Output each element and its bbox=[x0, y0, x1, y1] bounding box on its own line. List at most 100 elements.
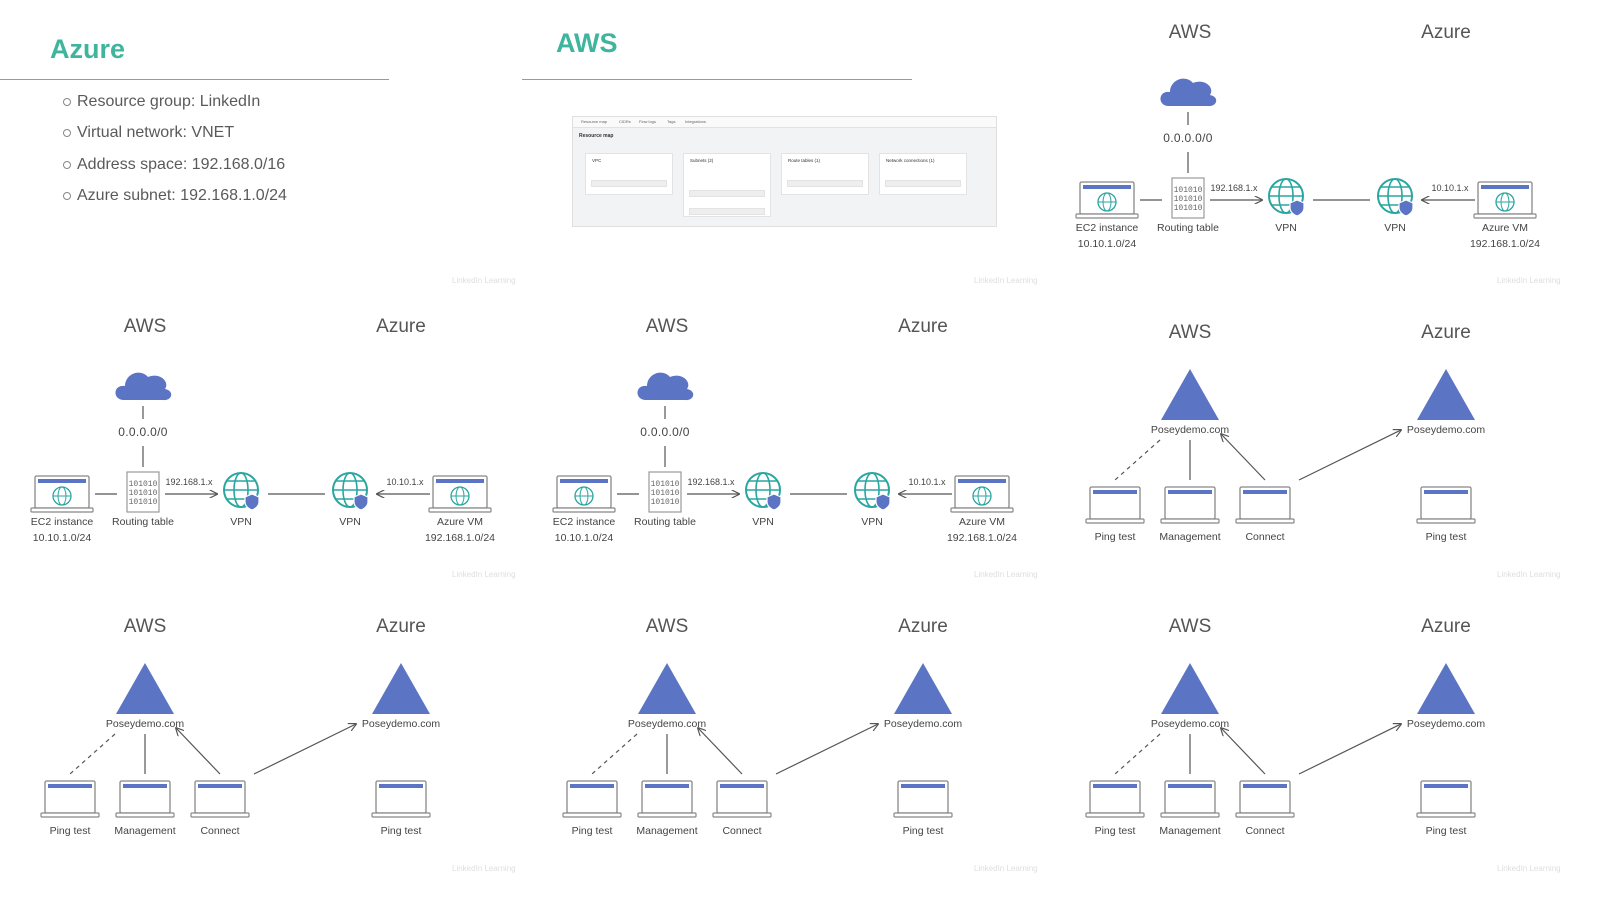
aws-link-ip: 192.168.1.x bbox=[1210, 183, 1258, 193]
aws-vpn-label: VPN bbox=[1275, 222, 1297, 234]
card-bar bbox=[885, 180, 961, 187]
cloud-icon bbox=[115, 372, 172, 401]
route-tables-card: Route tables (1) bbox=[781, 153, 869, 195]
laptop-icon bbox=[1416, 780, 1476, 818]
azure-vm-label: Azure VM 192.168.1.0/24 bbox=[425, 515, 495, 546]
tab-integrations: Integrations bbox=[685, 119, 706, 124]
card-title: Network connections (1) bbox=[886, 158, 935, 163]
resource-map-heading: Resource map bbox=[579, 133, 614, 139]
network-connections-card: Network connections (1) bbox=[879, 153, 967, 195]
azure-heading: Azure bbox=[376, 316, 426, 337]
ec2-subnet: 10.10.1.0/24 bbox=[554, 531, 614, 544]
azure-heading: Azure bbox=[376, 616, 426, 637]
azure-vm-subnet: 192.168.1.0/24 bbox=[424, 531, 496, 544]
vpn-connectors: 101010 101010 101010 bbox=[1075, 78, 1537, 219]
bullet-item: Azure subnet: 192.168.1.0/24 bbox=[63, 187, 287, 218]
card-bar bbox=[689, 190, 765, 197]
globe-shield-icon bbox=[1377, 178, 1414, 217]
azure-ping-test-label: Ping test bbox=[1425, 825, 1467, 837]
laptop-icon bbox=[40, 780, 100, 818]
internet-route-label: 0.0.0.0/0 bbox=[1163, 131, 1213, 145]
azure-vpn-label: VPN bbox=[861, 516, 883, 528]
laptop-icon bbox=[1416, 486, 1476, 524]
cloud-icon bbox=[1160, 78, 1217, 107]
aws-link-ip: 192.168.1.x bbox=[165, 477, 213, 487]
connect-label: Connect bbox=[1245, 531, 1285, 543]
azure-ping-test-label: Ping test bbox=[380, 825, 422, 837]
ec2-subnet: 10.10.1.0/24 bbox=[32, 531, 92, 544]
watermark: LinkedIn Learning bbox=[1497, 864, 1561, 873]
aws-heading: AWS bbox=[1168, 22, 1212, 43]
laptop-icon bbox=[30, 475, 94, 513]
azure-vm-name: Azure VM bbox=[436, 516, 484, 528]
management-label: Management bbox=[1159, 825, 1221, 837]
laptop-icon bbox=[115, 780, 175, 818]
azure-ping-test-label: Ping test bbox=[1425, 531, 1467, 543]
laptop-icon bbox=[1085, 780, 1145, 818]
watermark: LinkedIn Learning bbox=[452, 864, 516, 873]
azure-vm-name: Azure VM bbox=[1481, 222, 1529, 234]
connect-label: Connect bbox=[1245, 825, 1285, 837]
globe-shield-icon bbox=[745, 472, 782, 511]
connect-label: Connect bbox=[200, 825, 240, 837]
console-tabs: Resource map CIDRs Flow logs Tags Integr… bbox=[573, 117, 996, 128]
slide-dns-diagram: AWS Azure Poseydemo.com Poseydemo.com Pi… bbox=[1045, 588, 1567, 882]
ping-test-label: Ping test bbox=[1094, 825, 1136, 837]
slide-dns-diagram: AWS Azure Poseydemo.com Poseydemo.com Pi… bbox=[522, 588, 1044, 882]
svg-text:101010: 101010 bbox=[129, 498, 158, 507]
azure-heading: Azure bbox=[898, 616, 948, 637]
triangle-icon bbox=[116, 663, 174, 714]
management-label: Management bbox=[114, 825, 176, 837]
triangle-icon bbox=[372, 663, 430, 714]
azure-heading: Azure bbox=[1421, 322, 1471, 343]
laptop-icon bbox=[1160, 780, 1220, 818]
laptop-icon bbox=[637, 780, 697, 818]
card-title: VPC bbox=[592, 158, 602, 163]
bullet-item: Address space: 192.168.0/16 bbox=[63, 156, 287, 187]
laptop-icon bbox=[190, 780, 250, 818]
laptop-icon bbox=[562, 780, 622, 818]
aws-heading: AWS bbox=[645, 316, 689, 337]
aws-heading: AWS bbox=[123, 616, 167, 637]
ec2-subnet: 10.10.1.0/24 bbox=[1077, 237, 1137, 250]
laptop-icon bbox=[1235, 780, 1295, 818]
ping-test-label: Ping test bbox=[571, 825, 613, 837]
cloud-icon bbox=[637, 372, 694, 401]
routing-table-label: Routing table bbox=[112, 516, 174, 528]
svg-text:101010: 101010 bbox=[651, 498, 680, 507]
slide-dns-diagram: AWS Azure Poseydemo.com Poseydemo.com Pi… bbox=[1045, 294, 1567, 588]
tab-flow-logs: Flow logs bbox=[639, 119, 656, 124]
laptop-icon bbox=[950, 475, 1014, 513]
ec2-name: EC2 instance bbox=[552, 516, 616, 528]
azure-vm-name: Azure VM bbox=[958, 516, 1006, 528]
ec2-instance-label: EC2 instance 10.10.1.0/24 bbox=[31, 515, 93, 546]
ec2-instance-label: EC2 instance 10.10.1.0/24 bbox=[553, 515, 615, 546]
aws-domain-label: Poseydemo.com bbox=[1150, 424, 1230, 436]
watermark: LinkedIn Learning bbox=[974, 276, 1038, 285]
aws-heading: AWS bbox=[645, 616, 689, 637]
internet-route-label: 0.0.0.0/0 bbox=[118, 425, 168, 439]
tab-resource-map: Resource map bbox=[581, 119, 608, 124]
card-bar bbox=[689, 208, 765, 215]
azure-vpn-label: VPN bbox=[339, 516, 361, 528]
triangle-icon bbox=[1161, 663, 1219, 714]
routing-table-label: Routing table bbox=[1157, 222, 1219, 234]
vpn-connectors: 101010 101010 101010 bbox=[30, 372, 492, 513]
laptop-icon bbox=[1473, 181, 1537, 219]
svg-text:101010: 101010 bbox=[1174, 186, 1203, 195]
slide-aws-resource-map: AWS Resource map CIDRs Flow logs Tags In… bbox=[522, 0, 1044, 294]
dns-connectors bbox=[1085, 663, 1476, 818]
slide-dns-diagram: AWS Azure Poseydemo.com Poseydemo.com Pi… bbox=[0, 588, 522, 882]
watermark: LinkedIn Learning bbox=[1497, 570, 1561, 579]
laptop-icon bbox=[371, 780, 431, 818]
azure-vm-label: Azure VM 192.168.1.0/24 bbox=[1470, 221, 1540, 252]
watermark: LinkedIn Learning bbox=[1497, 276, 1561, 285]
tab-tags: Tags bbox=[667, 119, 676, 124]
tab-cidrs: CIDRs bbox=[619, 119, 631, 124]
azure-heading: Azure bbox=[1421, 22, 1471, 43]
azure-vm-subnet: 192.168.1.0/24 bbox=[1469, 237, 1541, 250]
aws-heading: AWS bbox=[123, 316, 167, 337]
slide-vpn-diagram: 101010 101010 101010 bbox=[1045, 0, 1567, 294]
ping-test-label: Ping test bbox=[49, 825, 91, 837]
vpc-card: VPC bbox=[585, 153, 673, 195]
